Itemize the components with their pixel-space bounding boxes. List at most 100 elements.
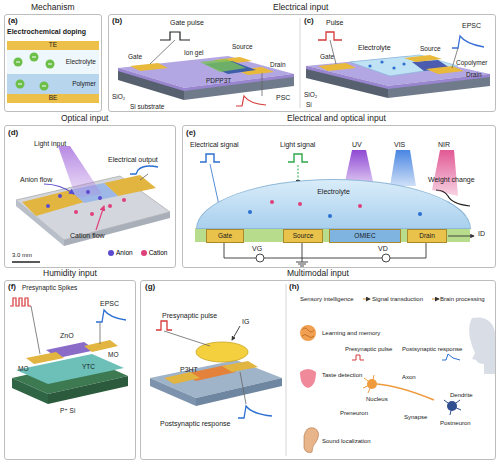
oect-illustration bbox=[200, 154, 220, 162]
part-label: Presynaptic pulse bbox=[345, 346, 392, 352]
neuro-illustration bbox=[300, 369, 316, 388]
neuro-illustration bbox=[300, 325, 316, 341]
neuro-illustration bbox=[447, 401, 457, 411]
ion-symbol bbox=[40, 82, 49, 91]
part-label: Electrical output bbox=[108, 156, 158, 163]
node-label: OMIEC bbox=[354, 233, 375, 240]
part-label: Light input bbox=[34, 140, 66, 147]
node-label: TE bbox=[49, 42, 57, 49]
neuro-illustration bbox=[304, 428, 319, 453]
transistor-illustration bbox=[150, 40, 175, 64]
part-label: Light signal bbox=[280, 141, 315, 148]
optical-device bbox=[12, 146, 170, 262]
oect-illustration bbox=[390, 150, 416, 186]
node-label: Electrolyte bbox=[66, 59, 96, 66]
ion-dot bbox=[248, 200, 422, 218]
optical-device bbox=[74, 210, 78, 214]
part-label: P⁺ Si bbox=[60, 408, 75, 415]
part-label: VD bbox=[378, 245, 388, 252]
electrolyte-layer: Electrolyte bbox=[7, 50, 99, 74]
part-label: Electrolyte bbox=[358, 44, 391, 51]
multimodal-device bbox=[232, 326, 240, 340]
part-label: Weight change bbox=[428, 176, 475, 183]
part-label: Sensory intelligence bbox=[300, 296, 354, 302]
part-label: Preneuron bbox=[340, 410, 368, 416]
part-label: Gate bbox=[128, 54, 142, 61]
optical-device bbox=[58, 146, 102, 198]
transistor-illustration bbox=[262, 73, 263, 96]
transistor-illustration bbox=[380, 60, 383, 63]
humidity-device bbox=[10, 298, 31, 306]
transistor-illustration bbox=[452, 48, 458, 68]
panel-letter: (d) bbox=[8, 129, 18, 137]
legend-text: Anion bbox=[116, 250, 133, 257]
node-label: Electrolyte bbox=[317, 188, 350, 195]
part-label: UV bbox=[352, 141, 362, 148]
transistor-illustration bbox=[404, 55, 442, 62]
ion-symbol bbox=[14, 53, 55, 91]
optical-device bbox=[64, 212, 170, 246]
section-panel: MechanismTEElectrolytePolymerBE bbox=[4, 14, 102, 112]
oect-illustration bbox=[256, 254, 264, 262]
oect-illustration bbox=[195, 150, 474, 266]
optical-device bbox=[86, 190, 90, 194]
oect-illustration bbox=[448, 236, 474, 237]
humidity-device bbox=[26, 352, 64, 364]
part-label: Drain bbox=[466, 72, 482, 79]
ion-symbol bbox=[16, 80, 25, 89]
part-label: Gate bbox=[320, 54, 334, 61]
part-label: Brain processing bbox=[440, 296, 485, 302]
part-label: MO bbox=[18, 366, 28, 373]
part-label: Anion flow bbox=[20, 176, 52, 183]
part-label: Ion gel bbox=[184, 50, 204, 57]
part-label: Postsynaptic response bbox=[402, 346, 462, 352]
section-heading: Electrical and optical input bbox=[287, 114, 386, 123]
oect-illustration bbox=[195, 228, 470, 242]
neuro-illustration bbox=[352, 355, 364, 360]
oect-illustration bbox=[432, 150, 458, 196]
part-label: PDPP3T bbox=[206, 78, 231, 85]
part-label: Learning and memory bbox=[322, 330, 380, 336]
optical-device bbox=[58, 194, 62, 198]
multimodal-device bbox=[196, 342, 248, 362]
transistor-illustration bbox=[318, 32, 342, 40]
humidity-device bbox=[84, 340, 118, 352]
humidity-device bbox=[31, 306, 40, 354]
neuro-illustration bbox=[444, 400, 461, 415]
optical-device bbox=[44, 184, 74, 194]
part-label: VG bbox=[252, 245, 262, 252]
ion-dot bbox=[418, 212, 422, 216]
part-label: Si bbox=[306, 102, 312, 109]
part-label: VIS bbox=[394, 141, 405, 148]
transistor-illustration bbox=[236, 96, 266, 106]
panel-divider bbox=[286, 284, 287, 456]
panel-letter: Electrochemical doping bbox=[7, 28, 86, 35]
transistor-illustration bbox=[160, 32, 190, 40]
part-label: Drain bbox=[270, 62, 286, 69]
multimodal-device bbox=[164, 331, 210, 346]
transistor-illustration bbox=[318, 63, 356, 71]
ion-dot bbox=[328, 214, 332, 218]
humidity-device bbox=[10, 298, 128, 404]
optical-device bbox=[96, 206, 104, 230]
part-label: Pulse bbox=[326, 19, 344, 26]
part-label: Copolymer bbox=[456, 60, 487, 67]
humidity-device bbox=[96, 310, 126, 322]
multimodal-device bbox=[238, 406, 272, 418]
node-label: Source bbox=[293, 233, 314, 240]
part-label: EPSC bbox=[100, 300, 119, 307]
ion-dot bbox=[298, 202, 302, 206]
part-label: Si substrate bbox=[130, 104, 164, 111]
neuro-illustration bbox=[367, 379, 377, 389]
node-label: Polymer bbox=[72, 81, 96, 88]
legend-swatch bbox=[108, 250, 114, 256]
transistor-illustration bbox=[306, 32, 490, 98]
panel-letter: (b) bbox=[112, 17, 122, 25]
electrolyte-dome: Electrolyte bbox=[196, 179, 471, 229]
legend: AnionCation bbox=[108, 250, 167, 257]
part-label: Taste detection bbox=[322, 372, 362, 378]
multimodal-device bbox=[196, 378, 282, 406]
transistor-illustration bbox=[402, 62, 405, 65]
part-label: SiO₂ bbox=[112, 94, 125, 101]
ion-symbol bbox=[14, 58, 23, 67]
